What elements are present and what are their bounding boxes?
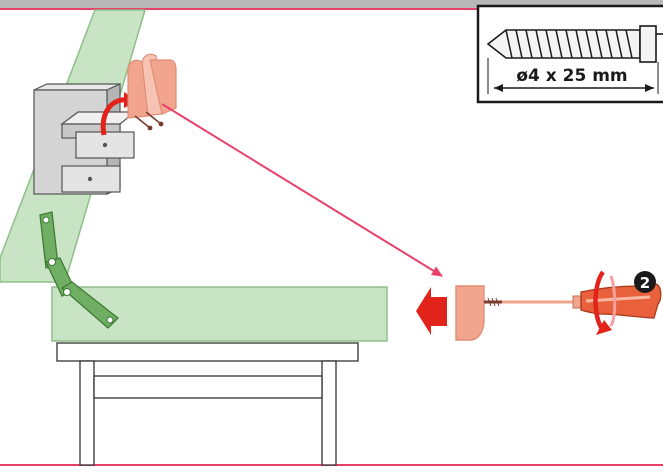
screw-spec-box: ø4 x 25 mm [476,4,663,104]
header-strip [0,0,663,9]
wood-block-icon [127,53,177,131]
workbench-icon [56,342,359,466]
footer-strip [0,466,663,473]
push-arrow-icon [416,287,447,335]
rotate-arrow-head [596,320,612,335]
screwdriver-icon [484,283,662,319]
drawer-cabinet-icon [33,83,137,195]
step-number-badge [634,271,656,293]
screw-icon [486,25,663,63]
rotate-arrow-icon [593,270,605,332]
hinge-bracket-icon [39,211,119,329]
step-number: 2 [640,274,650,292]
screw-spec-label: ø4 x 25 mm [516,66,627,86]
guide-line [161,103,443,277]
rotate-arrow-back [609,275,617,327]
side-wood-block [455,285,485,341]
